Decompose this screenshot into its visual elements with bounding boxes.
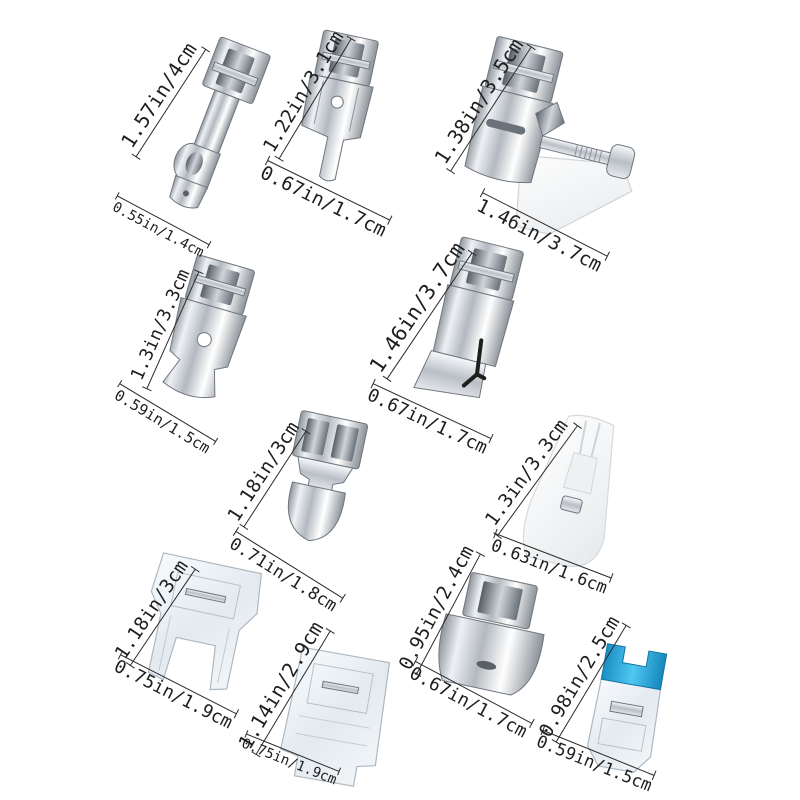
presser-foot-5 [413,236,524,399]
presser-foot-9 [280,646,391,787]
presser-foot-10 [438,572,545,696]
foot-1-height-label: 1.57in/4cm [116,38,202,152]
presser-foot-8 [147,552,263,691]
presser-foot-7 [522,414,615,568]
presser-foot-3 [464,36,636,236]
presser-foot-4 [162,254,255,398]
presser-foot-11 [586,643,668,773]
presser-foot-1 [169,36,271,209]
presser-foot-6 [287,410,369,542]
